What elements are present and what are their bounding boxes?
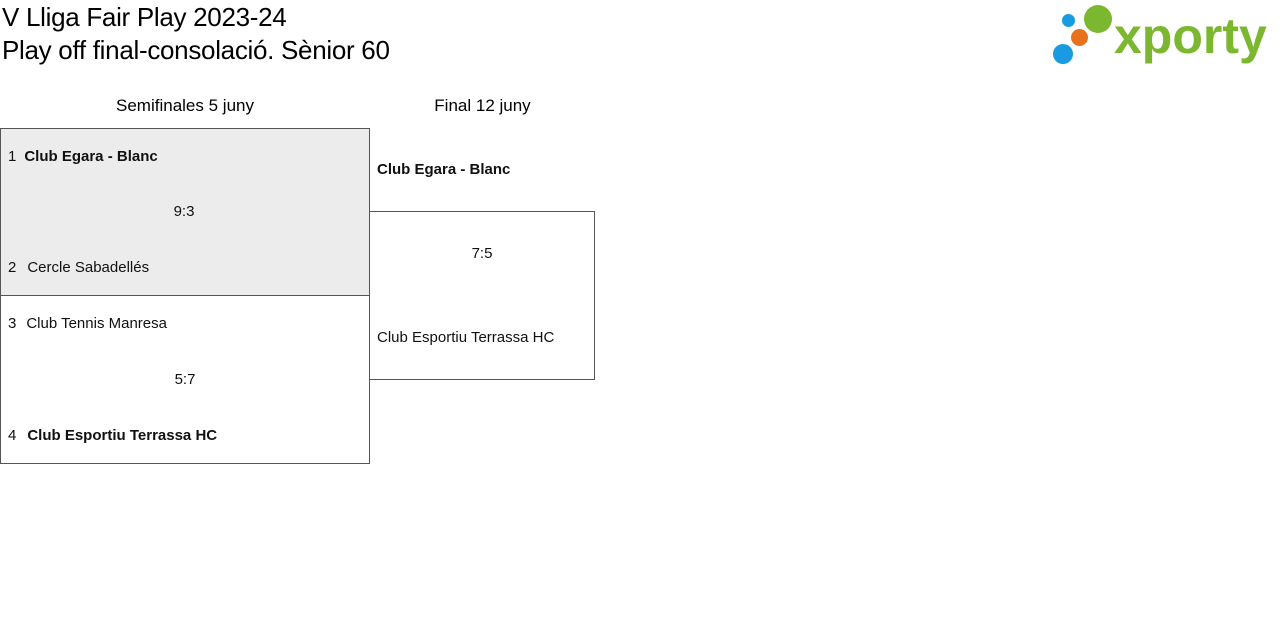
logo-wordmark: xporty [1114,8,1267,64]
page-title: V Lliga Fair Play 2023-24 [2,2,287,32]
xporty-logo[interactable]: xporty [1050,4,1278,68]
logo-dot-blue-large [1053,44,1073,64]
logo-dot-orange [1071,29,1088,46]
semi1-score: 9:3 [173,203,195,220]
final-bottom-team: Club Esportiu Terrassa HC [377,329,555,346]
semi2-top-team-row: 3 Club Tennis Manresa [8,315,167,332]
team-name-winner: Club Esportiu Terrassa HC [27,427,218,444]
team-name: Club Tennis Manresa [26,315,167,332]
round-title-final: Final 12 juny [434,96,531,115]
seed-number: 1 [8,148,17,165]
page-subtitle: Play off final-consolació. Sènior 60 [2,35,390,65]
semi2-bottom-team-row: 4 Club Esportiu Terrassa HC [8,427,217,444]
logo-dot-green [1084,5,1112,33]
round-title-semifinals: Semifinales 5 juny [116,96,254,115]
semi1-bottom-team-row: 2 Cercle Sabadellés [8,259,149,276]
semifinal-match-2[interactable] [0,295,370,464]
semi1-top-team-row: 1 Club Egara - Blanc [8,148,158,165]
final-top-team: Club Egara - Blanc [377,161,511,178]
team-name: Cercle Sabadellés [27,259,150,276]
semi2-score: 5:7 [174,371,196,388]
logo-dot-blue-small [1062,14,1075,27]
final-match[interactable] [369,211,595,380]
seed-number: 4 [8,427,17,444]
team-name-winner: Club Egara - Blanc [24,148,158,165]
semifinal-match-1[interactable] [0,128,370,296]
seed-number: 2 [8,259,17,276]
final-score: 7:5 [471,245,493,262]
seed-number: 3 [8,315,17,332]
